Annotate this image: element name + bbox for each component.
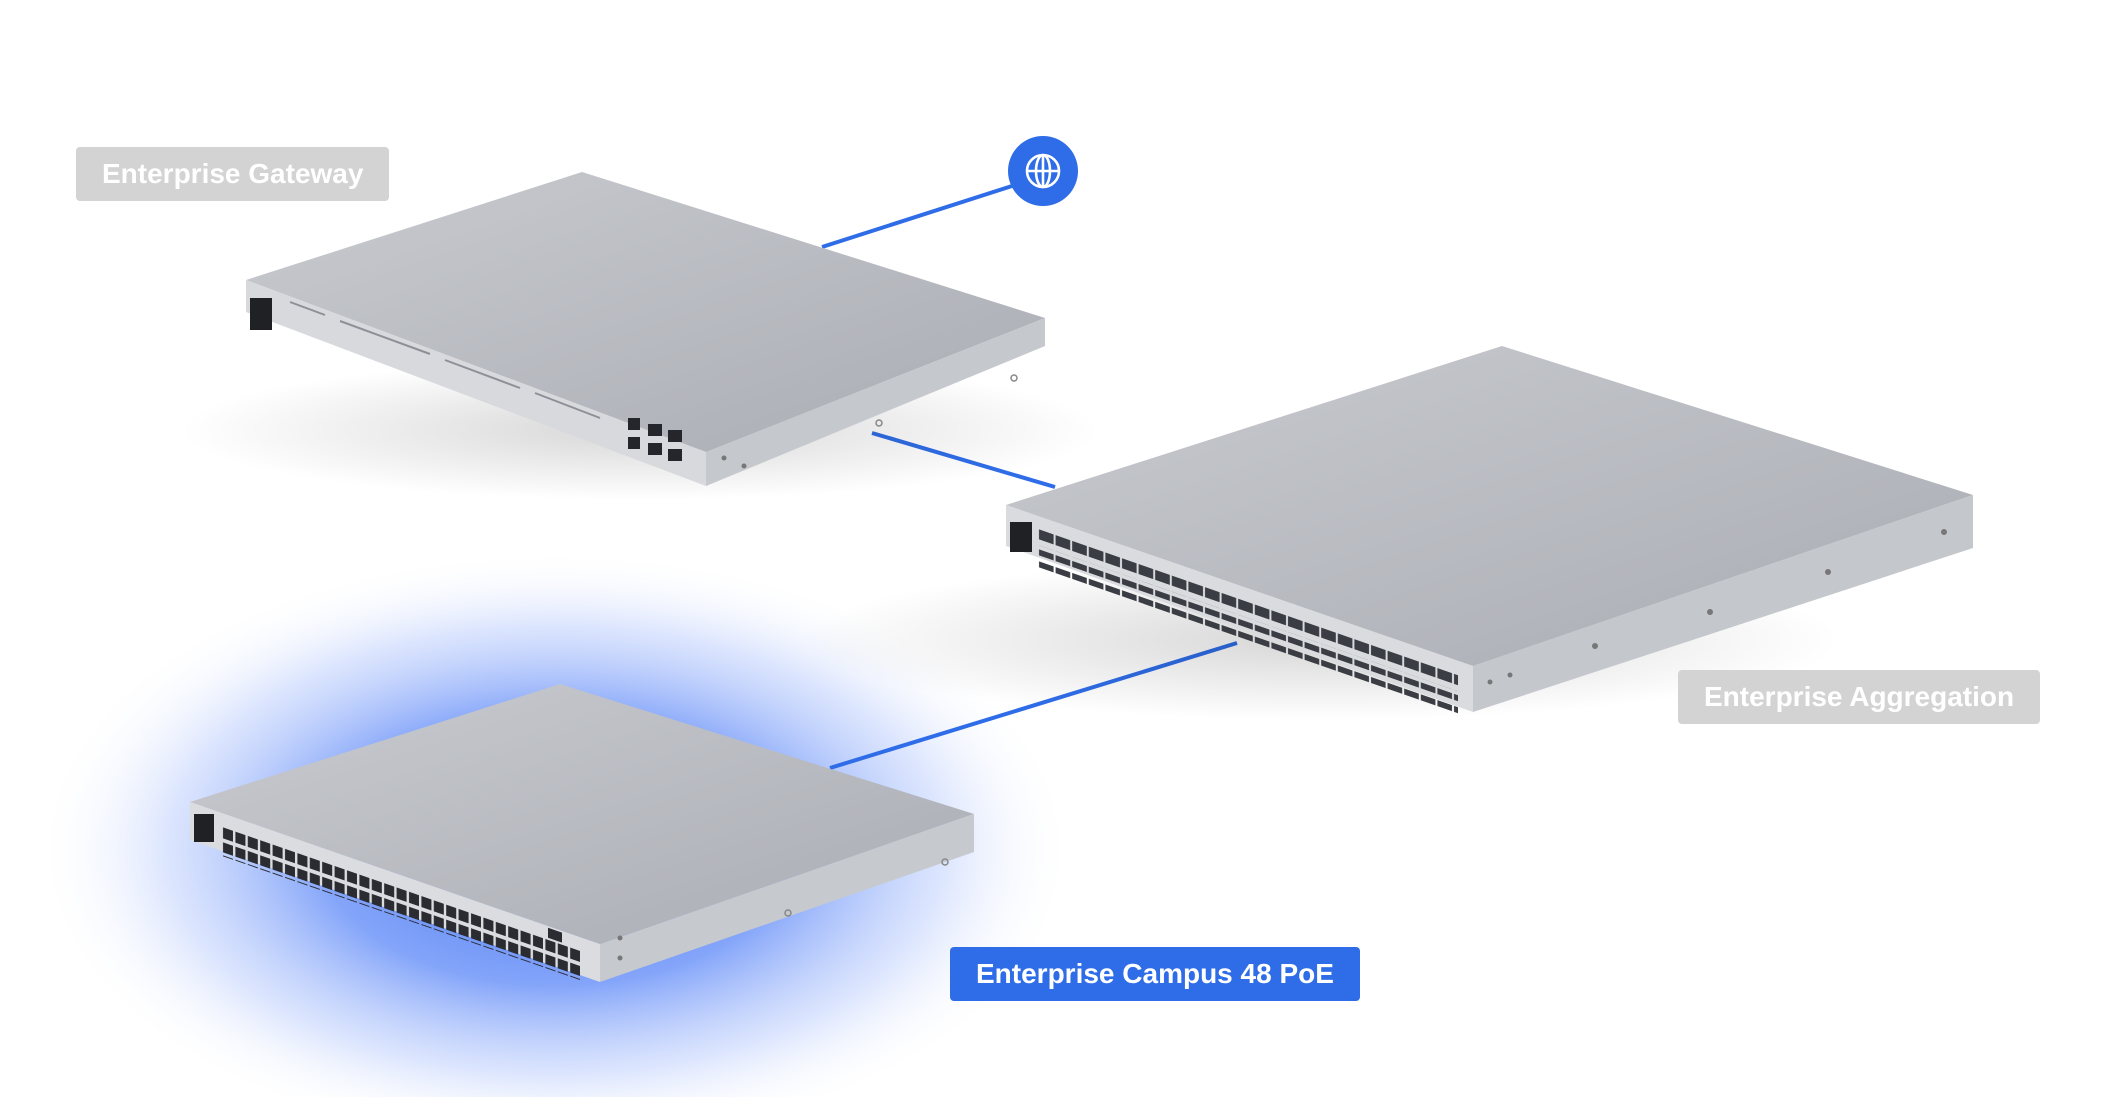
campus-management-port (194, 814, 214, 842)
gateway-ports (628, 418, 682, 461)
campus-top (190, 684, 974, 944)
gateway-top (246, 172, 1045, 452)
aggregation-right-face (1473, 495, 1973, 712)
label-enterprise-campus-48-poe[interactable]: Enterprise Campus 48 PoE (950, 947, 1360, 1001)
label-enterprise-aggregation[interactable]: Enterprise Aggregation (1678, 670, 2041, 724)
campus-device[interactable] (190, 684, 974, 982)
aggregation-top (1006, 346, 1973, 666)
gateway-right-face (706, 318, 1045, 486)
internet-globe-button[interactable] (1008, 136, 1078, 206)
gateway-vents (289, 301, 601, 419)
globe-icon (1025, 153, 1061, 189)
aggregation-management-port (1010, 522, 1032, 552)
campus-right-face (600, 814, 974, 982)
label-enterprise-gateway[interactable]: Enterprise Gateway (76, 147, 390, 201)
gateway-left-face (246, 280, 706, 486)
campus-sfp-ports (548, 927, 562, 943)
link-internet-gateway (821, 184, 1013, 249)
gateway-device[interactable] (180, 172, 1100, 500)
aggregation-device[interactable] (800, 346, 1973, 720)
aggregation-sfp-ports (1038, 527, 1458, 714)
gateway-power-port (250, 298, 272, 330)
campus-rj45-ports (222, 826, 580, 980)
